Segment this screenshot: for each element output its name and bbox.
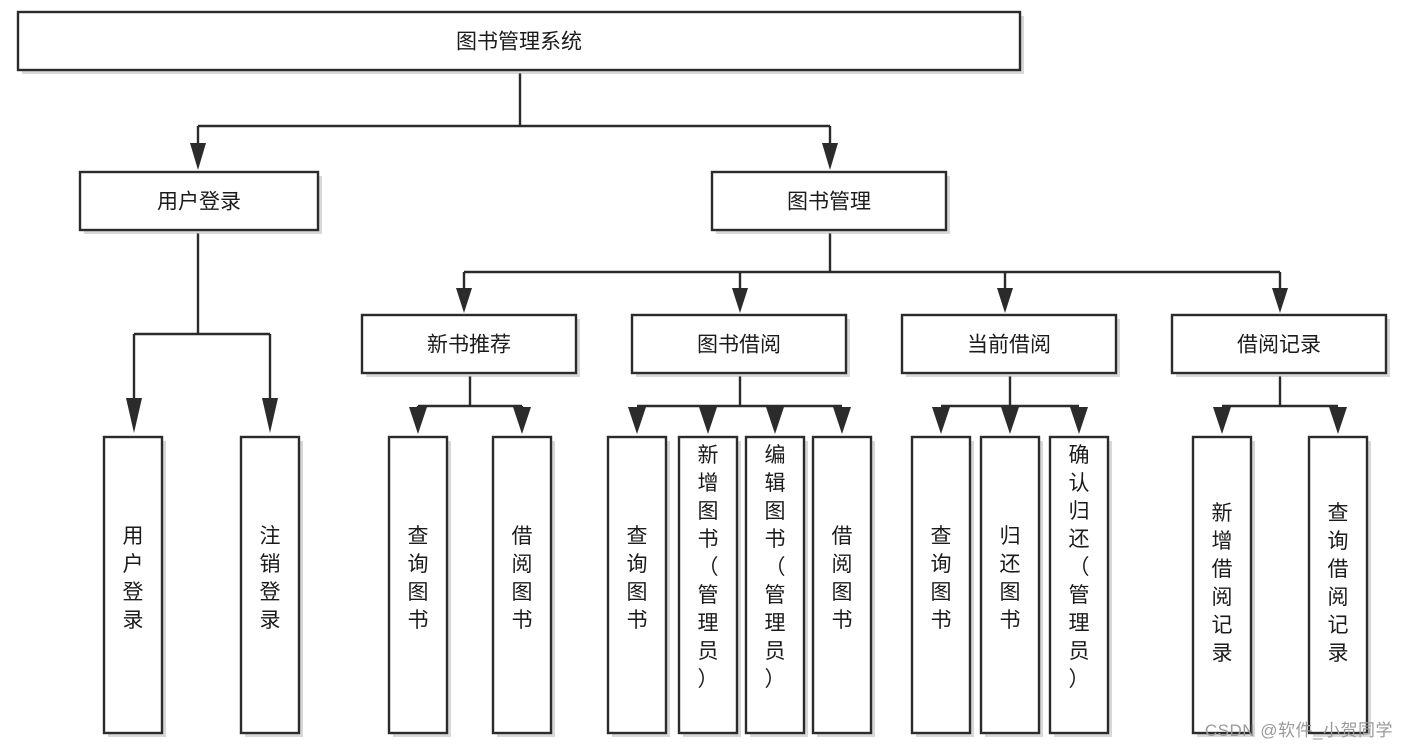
leaf-currentborrow-query-book-box[interactable] bbox=[910, 435, 972, 735]
leaf-bookborrow-query-book-label: 查询图书 bbox=[627, 525, 648, 632]
leaf-newbook-query-book[interactable]: 查询图书 bbox=[387, 435, 451, 737]
leaf-borrowrecord-query-record-label: 查询借阅记录 bbox=[1328, 502, 1349, 665]
book-management-label: 图书管理 bbox=[787, 191, 871, 214]
new-book-recommend-label: 新书推荐 bbox=[427, 334, 511, 357]
arrow-to-current-borrow bbox=[997, 288, 1013, 313]
leaf-borrowrecord-query-record[interactable]: 查询借阅记录 bbox=[1307, 435, 1371, 737]
new-book-recommend-box[interactable] bbox=[360, 313, 578, 375]
node-user-login[interactable]: 用户登录 bbox=[78, 170, 322, 234]
leaf-newbook-borrow-book-box[interactable] bbox=[491, 435, 553, 735]
arrow-leaf-user-login-2 bbox=[262, 398, 278, 433]
leaf-user-login-login-label: 用户登录 bbox=[123, 525, 144, 632]
leaf-currentborrow-return-book-box[interactable] bbox=[979, 435, 1041, 735]
leaf-bookborrow-add-book[interactable]: 新增图书（管理员） bbox=[677, 435, 741, 737]
arrow-leaf-bookborrow-1 bbox=[628, 407, 646, 434]
arrow-to-new-book bbox=[456, 288, 472, 313]
arrow-leaf-bookborrow-2 bbox=[699, 407, 717, 434]
node-new-book-recommend[interactable]: 新书推荐 bbox=[360, 313, 580, 377]
leaf-borrowrecord-add-record[interactable]: 新增借阅记录 bbox=[1191, 435, 1255, 737]
leaf-newbook-borrow-book-label: 借阅图书 bbox=[512, 525, 533, 632]
arrow-to-userlogin bbox=[190, 143, 206, 170]
book-borrow-label: 图书借阅 bbox=[697, 334, 781, 357]
leaf-newbook-query-book-label: 查询图书 bbox=[408, 525, 429, 632]
leaf-bookborrow-query-book-box[interactable] bbox=[606, 435, 668, 735]
arrow-leaf-borrowrecord-1 bbox=[1213, 407, 1231, 434]
leaf-newbook-borrow-book[interactable]: 借阅图书 bbox=[491, 435, 555, 737]
node-current-borrow[interactable]: 当前借阅 bbox=[900, 313, 1120, 377]
arrow-leaf-bookborrow-4 bbox=[833, 407, 851, 434]
leaf-bookborrow-borrow-book-label: 借阅图书 bbox=[832, 525, 853, 632]
node-book-borrow[interactable]: 图书借阅 bbox=[630, 313, 850, 377]
arrow-leaf-currentborrow-2 bbox=[1001, 407, 1019, 434]
leaf-user-login-logout[interactable]: 注销登录 bbox=[239, 435, 303, 737]
leaf-currentborrow-query-book[interactable]: 查询图书 bbox=[910, 435, 974, 737]
leaf-borrowrecord-query-record-box[interactable] bbox=[1307, 435, 1369, 735]
borrow-record-label: 借阅记录 bbox=[1237, 334, 1321, 357]
book-borrow-box[interactable] bbox=[630, 313, 848, 375]
arrow-leaf-currentborrow-1 bbox=[932, 407, 950, 434]
leaf-user-login-logout-box[interactable] bbox=[239, 435, 301, 735]
arrow-to-bookmgmt bbox=[822, 143, 838, 170]
arrow-leaf-currentborrow-3 bbox=[1070, 407, 1088, 434]
arrow-leaf-newbook-2 bbox=[513, 407, 531, 434]
leaf-borrowrecord-add-record-label: 新增借阅记录 bbox=[1212, 502, 1233, 665]
leaf-user-login-logout-label: 注销登录 bbox=[260, 525, 281, 632]
leaf-newbook-query-book-box[interactable] bbox=[387, 435, 449, 735]
leaf-bookborrow-borrow-book-box[interactable] bbox=[811, 435, 873, 735]
leaf-user-login-login-box[interactable] bbox=[102, 435, 164, 735]
arrow-to-borrow-record bbox=[1272, 288, 1288, 313]
borrow-record-box[interactable] bbox=[1170, 313, 1388, 375]
arrow-leaf-user-login-1 bbox=[126, 398, 142, 433]
root-box[interactable] bbox=[16, 10, 1022, 72]
arrow-to-book-borrow bbox=[732, 288, 748, 313]
current-borrow-box[interactable] bbox=[900, 313, 1118, 375]
leaf-bookborrow-query-book[interactable]: 查询图书 bbox=[606, 435, 670, 737]
leaf-bookborrow-add-book-box[interactable] bbox=[677, 435, 739, 735]
root-label: 图书管理系统 bbox=[456, 31, 582, 54]
connector-layer bbox=[126, 73, 1347, 434]
leaf-currentborrow-return-book-label: 归还图书 bbox=[1000, 525, 1021, 632]
leaf-currentborrow-confirm-return-box[interactable] bbox=[1048, 435, 1110, 735]
leaf-bookborrow-edit-book[interactable]: 编辑图书（管理员） bbox=[744, 435, 808, 737]
book-management-box[interactable] bbox=[710, 170, 948, 232]
leaf-user-login-login[interactable]: 用户登录 bbox=[102, 435, 166, 737]
leaf-bookborrow-borrow-book[interactable]: 借阅图书 bbox=[811, 435, 875, 737]
node-root[interactable]: 图书管理系统 bbox=[16, 10, 1024, 74]
leaf-bookborrow-edit-book-box[interactable] bbox=[744, 435, 806, 735]
arrow-leaf-borrowrecord-2 bbox=[1329, 407, 1347, 434]
user-login-label: 用户登录 bbox=[157, 191, 241, 214]
leaf-borrowrecord-add-record-box[interactable] bbox=[1191, 435, 1253, 735]
leaf-currentborrow-query-book-label: 查询图书 bbox=[931, 525, 952, 632]
csdn-watermark: CSDN @软件_小贺同学 bbox=[1204, 721, 1393, 740]
leaf-bookborrow-add-book-label: 新增图书（管理员） bbox=[698, 444, 719, 691]
node-borrow-record[interactable]: 借阅记录 bbox=[1170, 313, 1390, 377]
arrow-leaf-newbook-1 bbox=[409, 407, 427, 434]
node-book-management[interactable]: 图书管理 bbox=[710, 170, 950, 234]
leaf-bookborrow-edit-book-label: 编辑图书（管理员） bbox=[765, 444, 786, 691]
leaf-currentborrow-confirm-return-label: 确认归还（管理员） bbox=[1069, 444, 1090, 691]
leaf-currentborrow-return-book[interactable]: 归还图书 bbox=[979, 435, 1043, 737]
current-borrow-label: 当前借阅 bbox=[967, 334, 1051, 357]
leaf-currentborrow-confirm-return[interactable]: 确认归还（管理员） bbox=[1048, 435, 1112, 737]
arrow-leaf-bookborrow-3 bbox=[766, 407, 784, 434]
user-login-box[interactable] bbox=[78, 170, 320, 232]
